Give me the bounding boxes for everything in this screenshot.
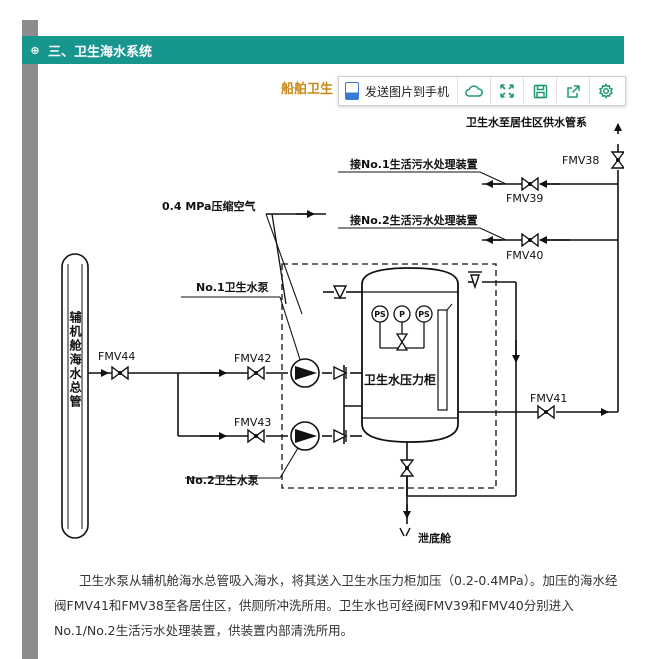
send-to-phone-button[interactable]: 发送图片到手机 (339, 77, 459, 105)
seawater-system-diagram: 辅机舱海水总管 (61, 115, 624, 545)
pump-1 (290, 358, 320, 388)
description-paragraph: 卫生水泵从辅机舱海水总管吸入海水，将其送入卫生水压力柜加压（0.2-0.4MPa… (54, 573, 618, 638)
expand-circle-icon[interactable]: ⊕ (30, 43, 40, 57)
diagram-caption: 船舶卫生 (281, 82, 334, 97)
share-button[interactable] (557, 77, 591, 105)
sewage-2-label: 接No.2生活污水处理装置 (350, 213, 478, 227)
valve-fmv38-label: FMV38 (562, 154, 599, 167)
gauge-p: P (399, 310, 405, 319)
cloud-button[interactable] (458, 77, 492, 105)
share-icon (566, 84, 580, 98)
settings-icon (598, 83, 614, 99)
save-button[interactable] (524, 77, 558, 105)
unit-boundary (281, 263, 497, 489)
tank-label: 卫生水压力柜 (364, 372, 436, 387)
description: 卫生水泵从辅机舱海水总管吸入海水，将其送入卫生水压力柜加压（0.2-0.4MPa… (54, 568, 624, 643)
pump-2-label: No.2卫生水泵 (186, 473, 259, 487)
main-seawater-pipe (61, 253, 89, 539)
valve-fmv43-label: FMV43 (234, 416, 271, 429)
main-pipe-label: 辅机舱海水总管 (68, 310, 82, 409)
pump-1-label: No.1卫生水泵 (196, 280, 269, 294)
valve-fmv40-label: FMV40 (506, 249, 543, 262)
left-accent-bar (22, 20, 38, 659)
fullscreen-button[interactable] (491, 77, 525, 105)
pump-2 (290, 421, 320, 451)
supply-label: 卫生水至居住区供水管系 (466, 115, 587, 129)
image-toolbar: 发送图片到手机 (338, 76, 626, 106)
drain-label: 泄底舱 (418, 531, 452, 545)
cloud-icon (465, 85, 484, 97)
save-icon (533, 84, 547, 98)
section-header: ⊕ 三、卫生海水系统 (22, 36, 624, 64)
phone-icon (345, 82, 359, 100)
section-title: 三、卫生海水系统 (48, 44, 153, 60)
gauge-ps-2: PS (418, 310, 430, 319)
send-to-phone-label: 发送图片到手机 (365, 84, 450, 99)
fullscreen-icon (500, 84, 514, 98)
sewage-1-label: 接No.1生活污水处理装置 (350, 157, 478, 171)
pressure-tank (361, 267, 459, 443)
gauge-ps-1: PS (374, 310, 386, 319)
drain-symbol (399, 527, 411, 537)
settings-button[interactable] (590, 77, 622, 105)
valve-fmv42-label: FMV42 (234, 352, 271, 365)
valve-fmv41-label: FMV41 (530, 392, 567, 405)
compressed-air-label: 0.4 MPa压缩空气 (162, 199, 255, 213)
valve-fmv39-label: FMV39 (506, 192, 543, 205)
valve-fmv44-label: FMV44 (98, 350, 135, 363)
